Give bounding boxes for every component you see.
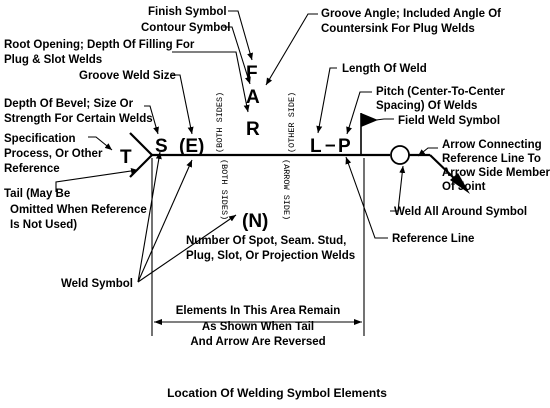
label-specification-3: Reference bbox=[4, 163, 60, 175]
label-depth-of-bevel-1: Depth Of Bevel; Size Or bbox=[4, 98, 134, 110]
letter-s: S bbox=[155, 136, 168, 157]
letter-l: L bbox=[310, 136, 322, 157]
label-finish-symbol: Finish Symbol bbox=[148, 6, 227, 18]
label-arrow-3: Arrow Side Member bbox=[442, 167, 550, 179]
label-groove-angle-1: Groove Angle; Included Angle Of bbox=[321, 8, 501, 20]
label-number-of-welds-2: Plug, Slot, Or Projection Welds bbox=[186, 250, 355, 262]
figure-caption: Location Of Welding Symbol Elements bbox=[167, 386, 387, 400]
other-side-text: (OTHER SIDE) bbox=[287, 92, 297, 153]
label-elements-1: Elements In This Area Remain bbox=[176, 305, 340, 317]
letter-a: A bbox=[246, 87, 260, 108]
both-sides-lower-text: (BOTH SIDES) bbox=[219, 159, 229, 220]
label-pitch-2: Spacing) Of Welds bbox=[376, 100, 477, 112]
letter-n: (N) bbox=[242, 211, 268, 232]
label-reference-line: Reference Line bbox=[392, 233, 474, 245]
label-tail-1: Tail (May Be bbox=[4, 188, 70, 200]
label-length-of-weld: Length Of Weld bbox=[342, 63, 427, 75]
label-elements-2: As Shown When Tail bbox=[202, 321, 314, 333]
label-arrow-1: Arrow Connecting bbox=[442, 139, 542, 151]
label-contour-symbol: Contour Symbol bbox=[141, 22, 230, 34]
label-weld-symbol: Weld Symbol bbox=[61, 278, 133, 290]
label-root-opening-1: Root Opening; Depth Of Filling For bbox=[4, 39, 195, 51]
both-sides-upper-text: (BOTH SIDES) bbox=[215, 92, 225, 153]
label-arrow-4: Of Joint bbox=[442, 181, 486, 193]
label-specification-1: Specification bbox=[4, 133, 76, 145]
label-tail-2: Omitted When Reference bbox=[10, 204, 147, 216]
elements-area-dimension bbox=[151, 158, 365, 336]
field-weld-flag bbox=[361, 113, 378, 127]
letter-t: T bbox=[120, 147, 132, 168]
reference-line-graphic bbox=[129, 113, 470, 194]
arrowhead bbox=[450, 173, 470, 194]
letter-f: F bbox=[246, 63, 258, 84]
letter-e: (E) bbox=[179, 136, 204, 157]
label-root-opening-2: Plug & Slot Welds bbox=[4, 54, 102, 66]
label-pitch-1: Pitch (Center-To-Center bbox=[376, 86, 505, 98]
label-field-weld-symbol: Field Weld Symbol bbox=[398, 115, 500, 127]
label-weld-all-around: Weld All Around Symbol bbox=[394, 206, 527, 218]
label-elements-3: And Arrow Are Reversed bbox=[190, 336, 325, 348]
label-arrow-2: Reference Line To bbox=[442, 153, 541, 165]
leader-lines bbox=[55, 10, 438, 283]
label-tail-3: Is Not Used) bbox=[10, 219, 77, 231]
label-number-of-welds-1: Number Of Spot, Seam. Stud, bbox=[186, 235, 346, 247]
label-depth-of-bevel-2: Strength For Certain Welds bbox=[4, 113, 153, 125]
arrow-side-text: (ARROW SIDE) bbox=[281, 159, 291, 220]
label-groove-weld-size: Groove Weld Size bbox=[79, 70, 176, 82]
label-specification-2: Process, Or Other bbox=[4, 148, 103, 160]
letter-dash: – bbox=[325, 135, 336, 156]
weld-all-around-circle bbox=[390, 145, 410, 165]
letter-p: P bbox=[338, 136, 351, 157]
label-groove-angle-2: Countersink For Plug Welds bbox=[321, 23, 475, 35]
letter-r: R bbox=[246, 119, 260, 140]
